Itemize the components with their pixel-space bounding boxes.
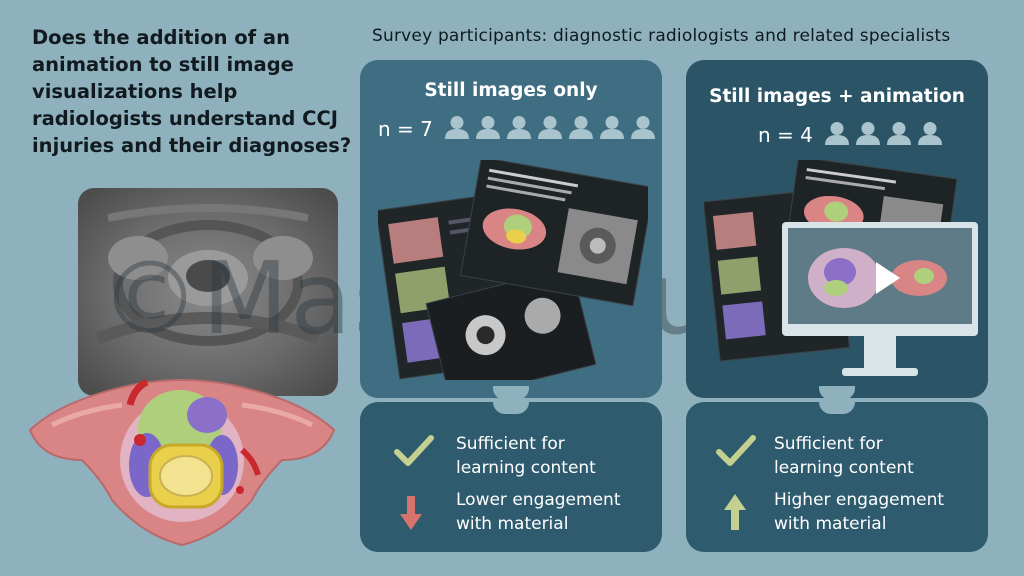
person-icon [886,120,912,150]
person-icon [824,120,850,150]
question-line: visualizations help [32,80,238,103]
mri-scan-image [78,188,338,396]
finding-text: Sufficient for learning content [456,434,596,478]
person-icon [599,114,625,144]
findings-card-still-images-animation: Sufficient for learning content Higher e… [686,400,988,552]
participant-count-row: n = 4 [758,120,943,150]
person-icon [475,114,501,144]
survey-participants-title: Survey participants: diagnostic radiolog… [372,26,951,46]
card-connector-tab [493,386,529,400]
checkmark-icon [394,434,434,472]
question-line: injuries and their diagnoses? [32,134,352,157]
ccj-anatomy-illustration [22,350,342,550]
finding-text: Sufficient for learning content [774,434,914,478]
arrow-up-icon [722,492,748,536]
arrow-down-icon [398,494,424,536]
participant-count-row: n = 7 [378,114,656,144]
person-icon [855,120,881,150]
play-icon [876,262,900,294]
checkmark-icon [716,434,756,472]
person-icon [537,114,563,144]
group-title: Still images only [424,80,598,101]
still-image-sheets-stack [375,156,655,402]
findings-card-still-images: Sufficient for learning content Lower en… [360,400,662,552]
card-connector-tab [819,400,855,414]
participant-count-label: n = 4 [758,123,813,147]
person-icon [444,114,470,144]
card-connector-tab [493,400,529,414]
group-card-still-images: Still images only n = 7 [360,60,662,402]
person-icon [630,114,656,144]
question-line: animation to still image [32,53,294,76]
card-connector-tab [819,386,855,400]
finding-text: Higher engagement with material [774,490,945,534]
person-icon [568,114,594,144]
person-icon [506,114,532,144]
group-title: Still images + animation [709,86,965,107]
question-line: Does the addition of an [32,26,290,49]
person-icon [917,120,943,150]
research-question: Does the addition of an animation to sti… [32,24,352,159]
question-line: radiologists understand CCJ [32,107,339,130]
finding-text: Lower engagement with material [456,490,621,534]
participant-count-label: n = 7 [378,117,433,141]
group-card-still-images-animation: Still images + animation n = 4 [686,60,988,400]
animation-monitor-stack [702,156,984,390]
